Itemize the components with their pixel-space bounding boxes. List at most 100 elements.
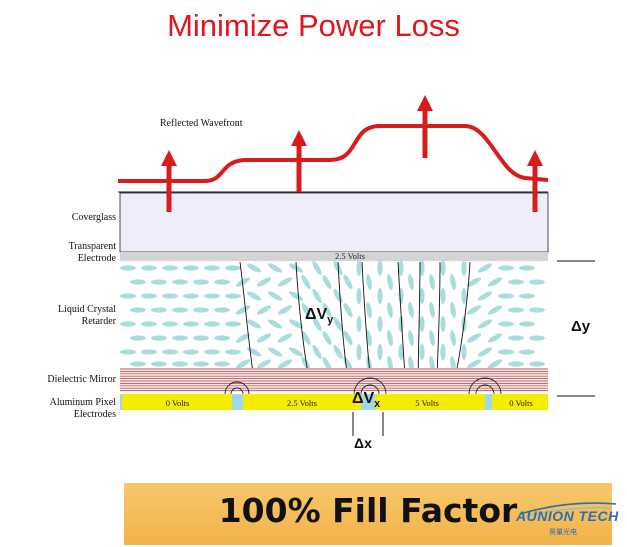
delta-x-label: Δx — [354, 435, 372, 451]
lc-molecule — [141, 349, 157, 355]
lc-molecule — [288, 291, 304, 301]
lc-molecule — [440, 288, 446, 304]
lc-molecule — [288, 319, 304, 329]
lc-molecule — [120, 265, 136, 271]
lc-molecule — [183, 265, 199, 271]
lc-molecule — [235, 277, 251, 287]
lc-molecule — [498, 293, 514, 299]
lc-molecule — [246, 291, 262, 301]
lc-molecule — [256, 305, 272, 315]
logo-name: AUNION TECH — [516, 508, 619, 524]
lc-molecule — [256, 359, 272, 369]
pixel-electrode — [122, 394, 232, 410]
up-arrow-icon — [417, 95, 433, 111]
lc-molecule — [461, 344, 467, 360]
lc-molecule — [225, 321, 241, 327]
pixel-electrode — [492, 394, 548, 410]
lc-molecule — [256, 277, 272, 287]
page-title: Minimize Power Loss — [167, 8, 460, 43]
lc-molecule — [408, 330, 414, 346]
lc-molecule — [225, 349, 241, 355]
up-arrow-icon — [422, 109, 428, 158]
lc-molecule — [214, 307, 230, 313]
lc-molecule — [256, 333, 272, 343]
pixel-electrode — [375, 394, 485, 410]
lc-molecule — [377, 316, 383, 332]
lc-molecule — [508, 335, 524, 341]
lc-molecule — [214, 361, 230, 367]
lc-molecule — [267, 291, 283, 301]
lc-molecule — [193, 279, 209, 285]
lc-molecule — [387, 274, 393, 290]
lc-molecule — [301, 274, 311, 290]
lc-molecule — [120, 349, 136, 355]
lc-molecule — [193, 335, 209, 341]
up-arrow-icon — [532, 164, 538, 212]
lc-molecule — [246, 347, 262, 357]
lc-molecule — [408, 274, 414, 290]
lc-molecule — [343, 274, 353, 290]
lc-molecule — [419, 260, 425, 276]
lc-molecule — [288, 347, 304, 357]
pixel-voltage-2: 2.5 Volts — [287, 398, 317, 408]
transparent-electrode-layer — [120, 252, 548, 261]
lc-molecule — [172, 307, 188, 313]
lc-molecule — [277, 359, 293, 369]
lc-molecule — [204, 265, 220, 271]
lc-molecule — [450, 330, 456, 346]
lc-molecule — [529, 279, 545, 285]
lc-molecule — [387, 356, 393, 372]
lc-molecule — [477, 291, 493, 301]
lc-molecule — [440, 316, 446, 332]
up-arrow-icon — [166, 164, 172, 212]
lc-molecule — [204, 321, 220, 327]
lc-molecule — [466, 333, 482, 343]
lc-molecule — [461, 260, 467, 276]
lc-molecule — [440, 260, 446, 276]
fringe-arc — [475, 384, 495, 395]
lc-molecule — [487, 277, 503, 287]
lc-molecule — [204, 349, 220, 355]
lc-molecule — [487, 333, 503, 343]
lc-molecule — [235, 305, 251, 315]
lc-molecule — [529, 335, 545, 341]
lc-molecule — [387, 302, 393, 318]
label-aluminum-pixel: Aluminum Pixel Electrodes — [49, 397, 116, 420]
lc-molecule — [429, 302, 435, 318]
lc-molecule — [408, 356, 414, 372]
lc-molecule — [408, 302, 414, 318]
lc-molecule — [366, 302, 372, 318]
lc-molecule — [398, 288, 404, 304]
lc-molecule — [356, 260, 362, 276]
lc-molecule — [301, 356, 311, 372]
fringe-arc — [224, 381, 250, 395]
lc-molecule — [151, 361, 167, 367]
lc-molecule — [277, 277, 293, 287]
fringe-field-arcs — [224, 377, 502, 395]
lc-molecule — [356, 316, 362, 332]
lc-molecule — [477, 347, 493, 357]
up-arrow-icon — [291, 130, 307, 146]
fringe-arc — [353, 377, 387, 395]
lc-molecule — [162, 293, 178, 299]
lc-molecule — [322, 302, 332, 318]
aunion-logo-icon — [519, 502, 617, 517]
lc-molecule — [151, 335, 167, 341]
lc-molecule — [277, 305, 293, 315]
lc-molecule — [508, 307, 524, 313]
lc-molecule — [214, 279, 230, 285]
lc-molecule — [440, 344, 446, 360]
lc-molecule — [466, 359, 482, 369]
lc-molecule — [322, 356, 332, 372]
lc-molecule — [301, 330, 311, 346]
lc-molecule — [235, 359, 251, 369]
lc-molecule — [172, 279, 188, 285]
lc-molecule — [162, 349, 178, 355]
lc-molecule — [429, 330, 435, 346]
lc-molecule — [277, 333, 293, 343]
delta-y-label: Δy — [571, 318, 591, 335]
top-electrode-voltage: 2.5 Volts — [335, 251, 365, 261]
delta-x-markers — [352, 412, 384, 436]
lc-molecule — [312, 288, 322, 304]
liquid-crystal-layer — [120, 260, 545, 372]
